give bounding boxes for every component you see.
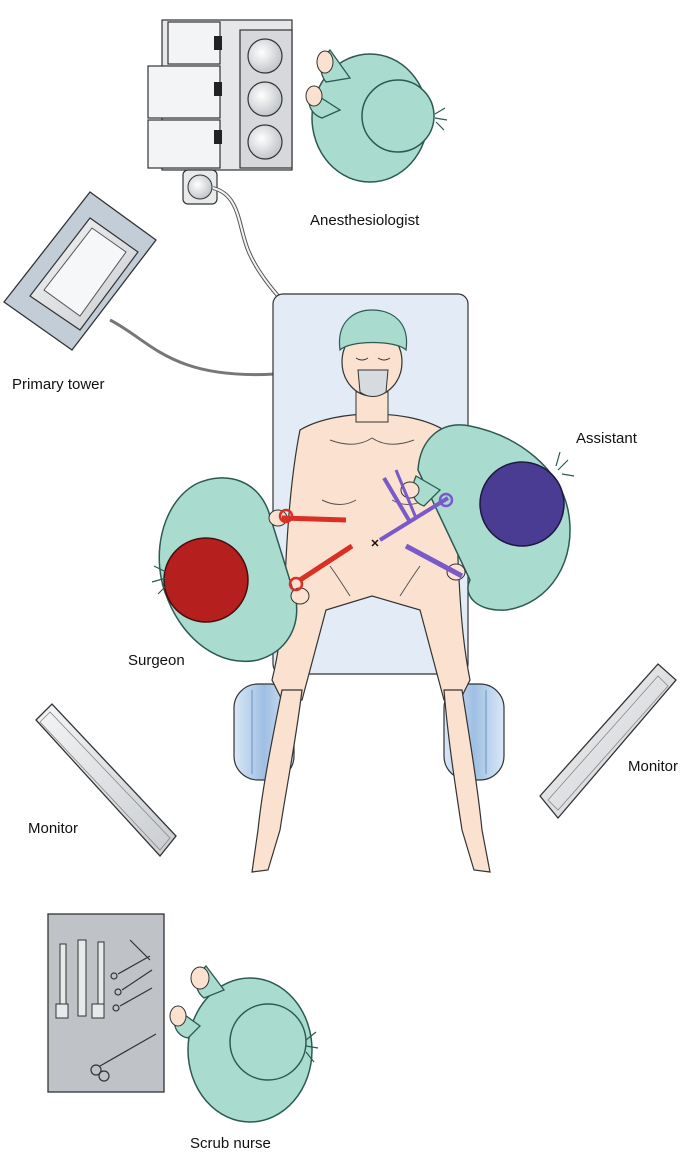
monitor-left xyxy=(35,703,177,858)
anesthesia-machine xyxy=(147,19,293,205)
label-monitor-right: Monitor xyxy=(628,758,678,775)
scrub-nurse-figure xyxy=(169,965,319,1123)
surgeon-instruments xyxy=(278,508,354,592)
anesthesiologist-figure xyxy=(305,48,448,183)
assistant-figure xyxy=(400,424,575,611)
monitor-right xyxy=(539,663,677,820)
umbilicus-mark xyxy=(371,539,379,547)
label-monitor-left: Monitor xyxy=(28,820,78,837)
label-surgeon: Surgeon xyxy=(128,652,185,669)
label-primary-tower: Primary tower xyxy=(12,376,105,393)
label-anesthesiologist: Anesthesiologist xyxy=(310,212,420,229)
tower-cable xyxy=(109,318,276,377)
surgeon-figure xyxy=(151,477,310,663)
primary-tower xyxy=(3,191,276,377)
instrument-tray xyxy=(47,913,165,1093)
label-assistant: Assistant xyxy=(576,430,638,447)
label-scrub-nurse: Scrub nurse xyxy=(190,1135,271,1152)
assistant-instruments xyxy=(378,469,464,579)
